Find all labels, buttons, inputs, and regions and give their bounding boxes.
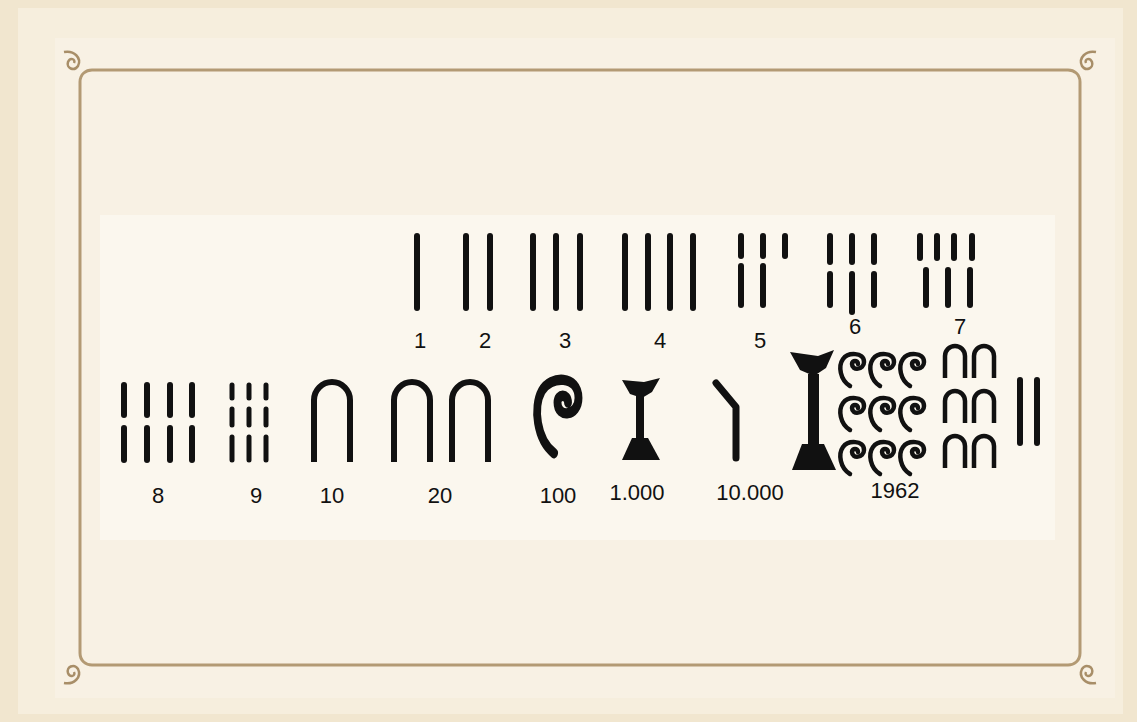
- numeral-value: 20: [428, 485, 452, 507]
- numeral-value: 6: [849, 316, 861, 338]
- numeral-value: 9: [250, 485, 262, 507]
- lotus-glyph: [622, 378, 660, 460]
- heel-bone-glyphs: [314, 382, 488, 462]
- numeral-value: 1962: [871, 480, 920, 502]
- stroke-glyphs: [124, 236, 1037, 460]
- finger-glyph: [716, 383, 736, 458]
- numeral-value: 7: [954, 316, 966, 338]
- numeral-value: 1.000: [609, 482, 664, 504]
- numeral-value: 4: [654, 330, 666, 352]
- numeral-value: 3: [559, 330, 571, 352]
- numeral-value: 10.000: [716, 482, 783, 504]
- page-ground: [18, 8, 1123, 714]
- coil-glyphs-group: [840, 354, 924, 474]
- coil-glyph: [537, 380, 578, 453]
- numeral-value: 10: [320, 485, 344, 507]
- numeral-value: 100: [540, 485, 577, 507]
- numeral-band: [100, 215, 1055, 540]
- ornamental-frame: [80, 70, 1080, 665]
- arch-glyphs-group: [945, 346, 994, 468]
- numeral-value: 8: [152, 485, 164, 507]
- numeral-value: 5: [754, 330, 766, 352]
- numeral-value: 2: [479, 330, 491, 352]
- numeral-value: 1: [414, 330, 426, 352]
- inner-ground: [55, 38, 1115, 698]
- corner-curls: [64, 52, 1096, 684]
- lotus-glyph-large: [790, 350, 836, 470]
